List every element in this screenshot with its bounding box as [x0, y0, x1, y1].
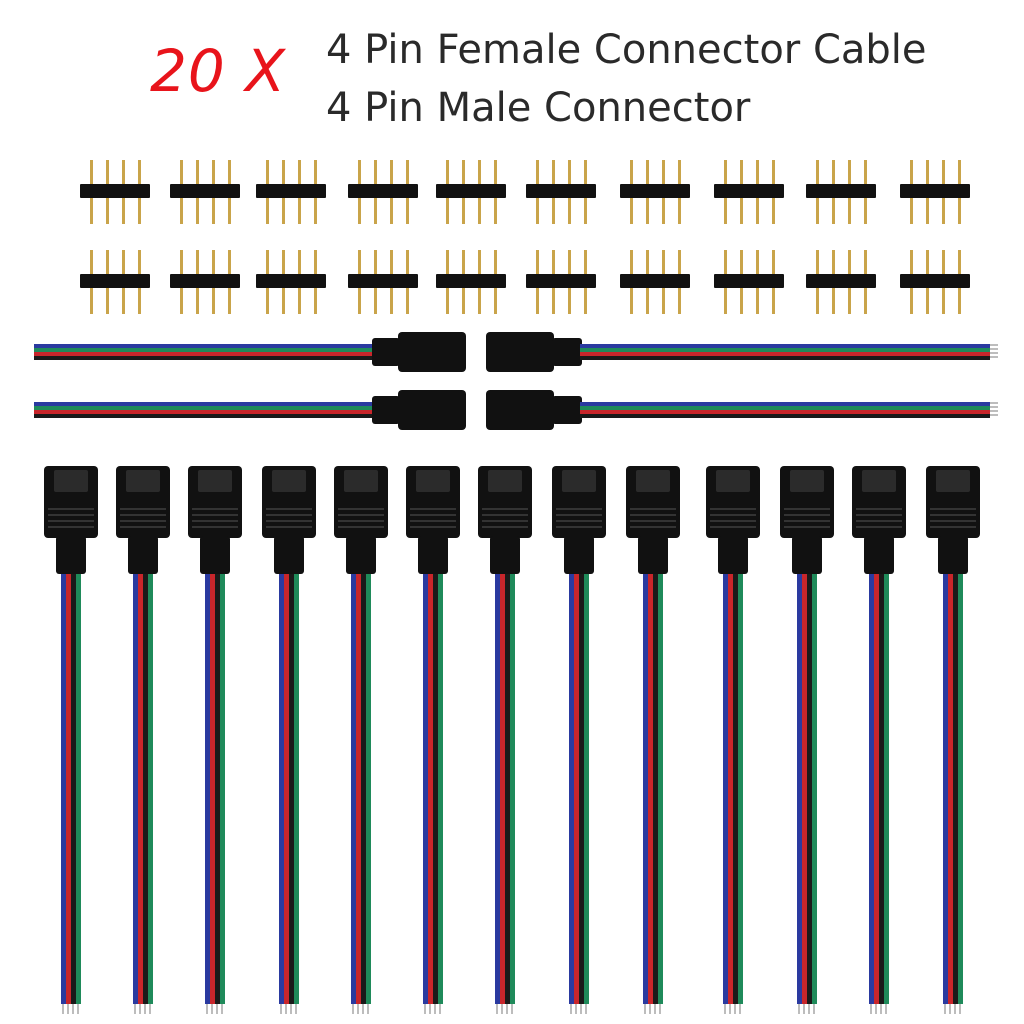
male-pin-header: [170, 160, 240, 224]
male-pin-header: [900, 250, 970, 314]
female-cable: [188, 466, 242, 1014]
female-cable: [852, 466, 906, 1014]
quantity-label: 20 X: [150, 37, 286, 105]
male-pin-header: [714, 160, 784, 224]
male-pin-header: [80, 250, 150, 314]
female-cable: [334, 466, 388, 1014]
horizontal-female-cable-pairs: [34, 332, 998, 430]
female-cable: [406, 466, 460, 1014]
vertical-female-cables: [44, 466, 980, 1014]
male-pin-headers: [80, 160, 970, 314]
male-pin-header: [80, 160, 150, 224]
female-cable: [262, 466, 316, 1014]
female-cable-pair: [34, 332, 998, 372]
female-cable: [926, 466, 980, 1014]
female-cable: [552, 466, 606, 1014]
male-pin-header: [436, 160, 506, 224]
male-pin-header: [256, 160, 326, 224]
female-cable: [780, 466, 834, 1014]
female-cable: [706, 466, 760, 1014]
female-cable-pair: [34, 390, 998, 430]
male-pin-header: [256, 250, 326, 314]
male-pin-header: [526, 250, 596, 314]
male-pin-header: [714, 250, 784, 314]
female-cable: [478, 466, 532, 1014]
male-pin-header: [348, 160, 418, 224]
female-cable: [626, 466, 680, 1014]
title-line-male: 4 Pin Male Connector: [326, 85, 751, 131]
male-pin-header: [348, 250, 418, 314]
title-line-female: 4 Pin Female Connector Cable: [326, 27, 927, 73]
male-pin-header: [620, 250, 690, 314]
male-pin-header: [806, 160, 876, 224]
female-cable: [116, 466, 170, 1014]
male-pin-header: [620, 160, 690, 224]
male-pin-header: [526, 160, 596, 224]
male-pin-header: [170, 250, 240, 314]
male-pin-header: [436, 250, 506, 314]
male-pin-header: [806, 250, 876, 314]
male-pin-header: [900, 160, 970, 224]
female-cable: [44, 466, 98, 1014]
